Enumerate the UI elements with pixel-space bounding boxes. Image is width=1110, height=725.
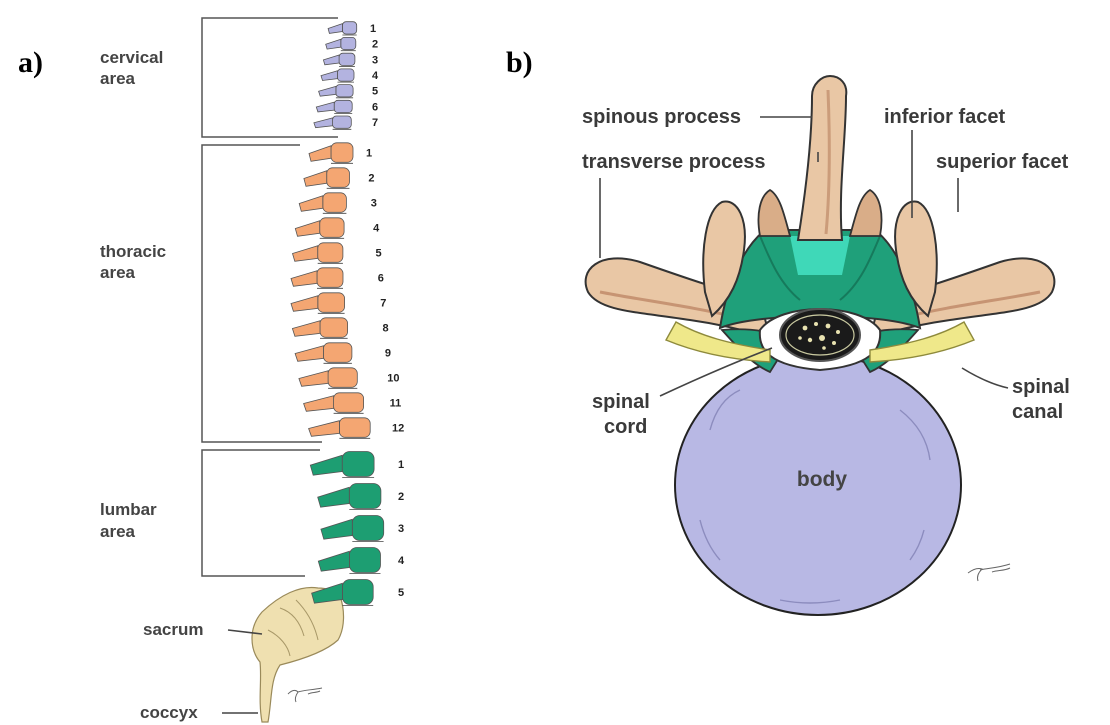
spine-column: [291, 22, 384, 606]
lumbar-vertebra-3: [321, 516, 384, 542]
cervical-vertebra-number-4: 4: [372, 70, 379, 82]
thoracic-vertebra-number-10: 10: [387, 373, 399, 385]
spinal-canal-leader: [962, 368, 1008, 388]
cervical-vertebra-5: [319, 85, 354, 98]
lumbar-vertebra-4: [318, 548, 380, 574]
thoracic-vertebra-number-1: 1: [366, 148, 372, 160]
lumbar-bracket: [202, 450, 320, 576]
lumbar-vertebra-number-5: 5: [398, 587, 404, 599]
superior-facet-label: superior facet: [936, 151, 1069, 173]
cervical-vertebra-number-7: 7: [372, 117, 378, 129]
thoracic-vertebra-12: [309, 418, 371, 439]
inferior-facet-label: inferior facet: [884, 106, 1005, 128]
lumbar-vertebra-number-3: 3: [398, 523, 404, 535]
sacrum-label: sacrum: [143, 620, 203, 639]
thoracic-vertebra-4: [295, 218, 344, 239]
cervical-vertebra-number-2: 2: [372, 39, 378, 51]
thoracic-vertebra-10: [299, 368, 357, 389]
cervical-vertebra-number-5: 5: [372, 86, 378, 98]
cervical-area-label-line1: cervical: [100, 48, 163, 67]
lumbar-vertebra-number-1: 1: [398, 459, 404, 471]
cervical-vertebra-2: [326, 37, 356, 50]
thoracic-vertebra-1: [309, 143, 353, 164]
artist-signature-b: [968, 564, 1010, 581]
lumbar-area-label-line2: area: [100, 522, 136, 541]
thoracic-vertebra-number-8: 8: [383, 323, 389, 335]
thoracic-vertebra-7: [291, 293, 345, 314]
thoracic-vertebra-6: [291, 268, 343, 289]
cervical-vertebra-3: [323, 53, 355, 66]
thoracic-bracket: [202, 145, 322, 442]
cervical-bracket: [202, 18, 338, 137]
lumbar-vertebra-number-2: 2: [398, 491, 404, 503]
panel-a-letter: a): [18, 46, 43, 79]
thoracic-vertebra-number-2: 2: [368, 173, 374, 185]
transverse-process-label: transverse process: [582, 151, 765, 173]
thoracic-vertebra-number-3: 3: [371, 198, 377, 210]
thoracic-vertebra-3: [299, 193, 346, 214]
cervical-vertebra-number-3: 3: [372, 54, 378, 66]
thoracic-area-label-line1: thoracic: [100, 242, 166, 261]
thoracic-vertebra-number-12: 12: [392, 423, 404, 435]
thoracic-vertebra-5: [293, 243, 343, 263]
lumbar-vertebra-number-4: 4: [398, 555, 405, 567]
cervical-vertebra-7: [314, 116, 351, 129]
artist-signature-a: [288, 688, 322, 702]
spinal-cord-label-line1: spinal: [592, 391, 650, 413]
coccyx-label: coccyx: [140, 703, 198, 722]
spinous-process-label: spinous process: [582, 106, 741, 128]
thoracic-vertebra-9: [295, 343, 352, 364]
sacrum-shape: [252, 587, 344, 722]
thoracic-vertebra-number-7: 7: [380, 298, 386, 310]
spinal-canal-label-line1: spinal: [1012, 376, 1070, 398]
thoracic-vertebra-number-4: 4: [373, 223, 380, 235]
thoracic-vertebra-number-6: 6: [378, 273, 384, 285]
cervical-vertebra-6: [316, 100, 352, 113]
spinal-cord-label-line2: cord: [604, 416, 647, 438]
lumbar-vertebra-1: [310, 452, 374, 478]
thoracic-vertebra-2: [304, 168, 350, 189]
cervical-vertebra-number-6: 6: [372, 101, 378, 113]
cervical-vertebra-4: [321, 69, 354, 82]
lumbar-area-label-line1: lumbar: [100, 500, 157, 519]
thoracic-vertebra-11: [304, 393, 364, 414]
thoracic-vertebra-8: [292, 318, 347, 339]
cervical-vertebra-1: [328, 22, 357, 35]
cervical-area-label-line2: area: [100, 69, 136, 88]
panel-b-letter: b): [506, 46, 533, 79]
body-label: body: [797, 468, 847, 491]
thoracic-area-label-line2: area: [100, 263, 136, 282]
spinal-canal-label-line2: canal: [1012, 401, 1063, 423]
thoracic-vertebra-number-5: 5: [376, 248, 382, 260]
lumbar-vertebra-5: [312, 580, 374, 606]
thoracic-vertebra-number-11: 11: [390, 398, 402, 410]
cervical-vertebra-number-1: 1: [370, 23, 376, 35]
thoracic-vertebra-number-9: 9: [385, 348, 391, 360]
lumbar-vertebra-2: [318, 484, 381, 510]
